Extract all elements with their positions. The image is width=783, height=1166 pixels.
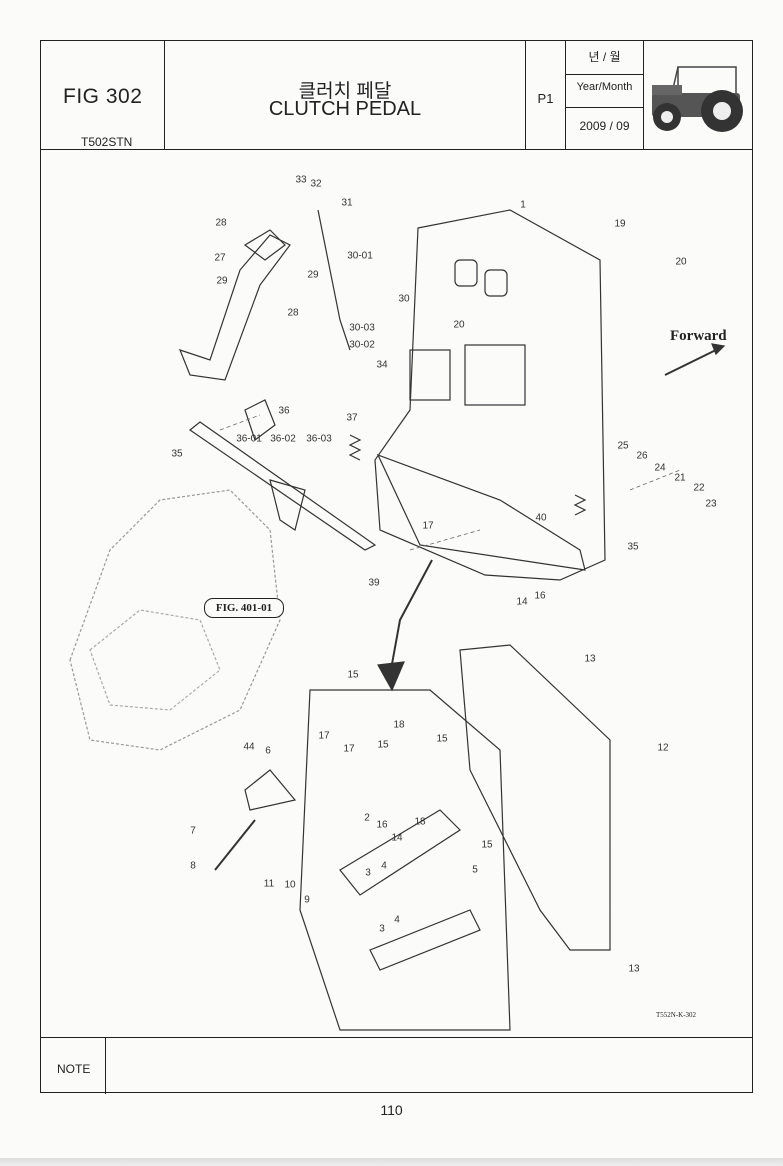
part-label: 17 <box>318 730 330 742</box>
parts-page-frame: FIG 302 T502STN 클러치 페달 CLUTCH PEDAL P1 년… <box>40 40 754 1094</box>
continuation-arrow <box>377 661 405 692</box>
part-label: 15 <box>347 669 359 681</box>
part-label: 2 <box>364 812 370 824</box>
part-label: 30-02 <box>349 339 375 351</box>
part-label: 10 <box>284 879 296 891</box>
scan-edge <box>0 1158 783 1166</box>
part-label: 16 <box>376 819 388 831</box>
part-label: 40 <box>535 512 547 524</box>
title-english: CLUTCH PEDAL <box>268 98 422 120</box>
transmission-housing <box>69 489 281 751</box>
forward-label: Forward <box>670 328 727 344</box>
part-label: 36-01 <box>236 433 262 445</box>
part-label: 14 <box>516 596 528 608</box>
model-code: T502STN <box>81 135 133 149</box>
part-label: 28 <box>287 307 299 319</box>
part-label: 9 <box>304 894 310 906</box>
part-label: 21 <box>674 472 686 484</box>
part-label: 17 <box>422 520 434 532</box>
part-label: 15 <box>377 739 389 751</box>
part-label: 29 <box>307 269 319 281</box>
part-label: 36 <box>278 405 290 417</box>
cross-shaft <box>188 421 377 551</box>
tractor-icon <box>652 66 743 132</box>
part-label: 36-03 <box>306 433 332 445</box>
fig-number-cell: FIG 302 T502STN <box>41 41 165 149</box>
part-label: 27 <box>214 252 226 264</box>
rear-bracket-plate <box>459 644 611 951</box>
drawing-reference-code: T552N-K-302 <box>656 1011 697 1019</box>
part-label: 1 <box>520 199 526 211</box>
year-month-date: 2009 / 09 <box>579 119 630 133</box>
part-label: 30-01 <box>347 250 373 262</box>
clutch-rod <box>317 209 351 351</box>
part-label: 5 <box>472 864 478 876</box>
note-label: NOTE <box>57 1062 91 1076</box>
part-label: 18 <box>393 719 405 731</box>
part-label: 3 <box>379 923 385 935</box>
part-label: 16 <box>534 590 546 602</box>
part-label: 3 <box>365 867 371 879</box>
part-label: 33 <box>295 174 307 186</box>
title-cell: 클러치 페달 CLUTCH PEDAL <box>165 41 526 149</box>
part-label: 37 <box>346 412 358 424</box>
part-label: 31 <box>341 197 353 209</box>
part-label: 4 <box>394 914 400 926</box>
part-label: 12 <box>657 742 669 754</box>
part-label: 11 <box>263 878 275 890</box>
stop-lever <box>244 769 297 811</box>
part-label: 15 <box>436 733 448 745</box>
part-label: 35 <box>171 448 183 460</box>
part-label: 6 <box>265 745 271 757</box>
part-label: 4 <box>381 860 387 872</box>
part-label: 44 <box>243 741 255 753</box>
clutch-bracket-plate <box>374 209 606 581</box>
title-korean: 클러치 페달 <box>298 81 392 102</box>
part-label: 17 <box>343 743 355 755</box>
exploded-parts-drawing <box>69 209 726 1031</box>
front-bracket-plate <box>299 689 511 1031</box>
clutch-pedal-arm <box>178 234 291 381</box>
part-label: 36-02 <box>270 433 296 445</box>
part-label: 39 <box>368 577 380 589</box>
part-label: 13 <box>584 653 596 665</box>
part-label: 34 <box>376 359 388 371</box>
part-label: 23 <box>705 498 717 510</box>
part-label: 20 <box>453 319 465 331</box>
part-label: 22 <box>693 482 705 494</box>
tractor-icon-cell <box>644 41 754 149</box>
part-label: 25 <box>617 440 629 452</box>
page-reference: P1 <box>537 91 554 106</box>
part-label: 24 <box>654 462 666 474</box>
part-label: 35 <box>627 541 639 553</box>
part-label: 30-03 <box>349 322 375 334</box>
part-label: 28 <box>215 217 227 229</box>
part-label: 26 <box>636 450 648 462</box>
year-month-cell: 년 / 월 Year/Month 2009 / 09 <box>566 41 644 149</box>
part-label: 20 <box>675 256 687 268</box>
part-label: 30 <box>398 293 410 305</box>
part-label: 15 <box>481 839 493 851</box>
part-label: 13 <box>628 963 640 975</box>
part-label: 18 <box>414 816 426 828</box>
figure-reference-badge: FIG. 401-01 <box>204 598 284 618</box>
page-ref-cell: P1 <box>526 41 566 149</box>
year-month-label: Year/Month <box>576 81 633 93</box>
part-label: 29 <box>216 275 228 287</box>
part-label: 8 <box>190 860 196 872</box>
part-label: 19 <box>614 218 626 230</box>
figure-number: FIG 302 <box>63 85 143 108</box>
part-label: 14 <box>391 832 403 844</box>
part-label: 7 <box>190 825 196 837</box>
part-label: 32 <box>310 178 322 190</box>
page-number: 110 <box>380 1102 403 1118</box>
year-month-korean: 년 / 월 <box>588 50 621 64</box>
